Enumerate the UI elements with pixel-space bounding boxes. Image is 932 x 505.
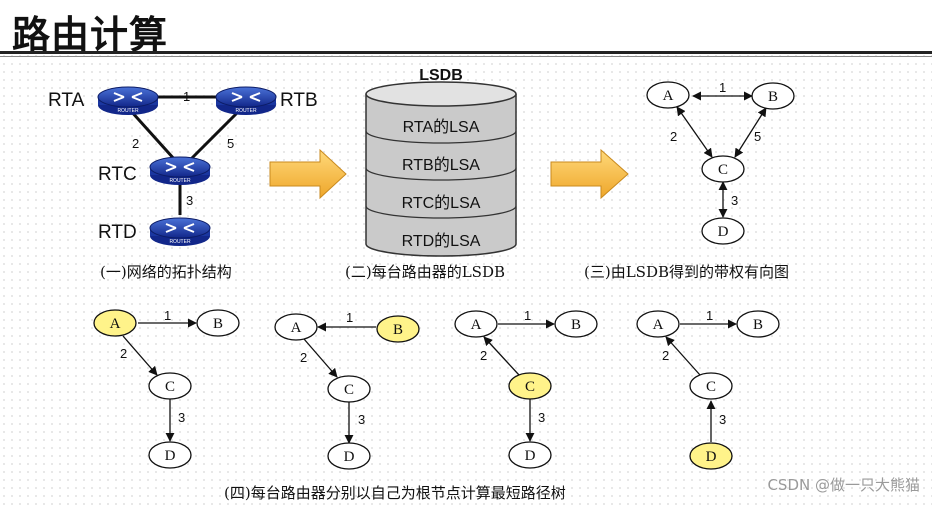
router-icon: ROUTER: [215, 86, 277, 115]
spt-tree-root-c: A B C D 1 2 3: [454, 308, 598, 469]
router-label-rtd: RTD: [98, 222, 137, 243]
tree-node-d: D: [525, 448, 536, 464]
caption-graph: (三)由LSDB得到的带权有向图: [584, 263, 789, 281]
tree-cost-cd: 3: [358, 412, 365, 427]
tree-node-a: A: [291, 320, 302, 336]
graph-node-c: C: [718, 162, 728, 178]
router-icon: ROUTER: [97, 86, 159, 115]
tree-node-c: C: [165, 379, 175, 395]
lsdb-entry: RTB的LSA: [402, 156, 480, 174]
tree-node-a: A: [471, 317, 482, 333]
tree-cost-cd: 3: [538, 410, 545, 425]
lsdb-entry: RTA的LSA: [403, 118, 480, 136]
link-rta-rtc: [128, 108, 177, 162]
tree-cost-ac: 2: [480, 348, 487, 363]
tree-node-b: B: [571, 317, 581, 333]
graph-cost-bc: 5: [754, 129, 761, 144]
tree-cost-ab: 1: [346, 310, 353, 325]
router-label-rtb: RTB: [280, 90, 318, 111]
router-badge: ROUTER: [169, 178, 191, 184]
tree-node-b: B: [213, 316, 223, 332]
tree-node-d: D: [344, 449, 355, 465]
cost-rta-rtb: 1: [183, 89, 190, 104]
arrow-right-icon: [269, 148, 347, 200]
caption-topology: (一)网络的拓扑结构: [100, 263, 232, 281]
topology-panel: ROUTER ROUTER ROUTER ROUTER RTA RTB RTC …: [48, 86, 318, 281]
tree-node-c: C: [344, 382, 354, 398]
lsdb-entry: RTC的LSA: [402, 194, 481, 212]
graph-cost-ac: 2: [670, 129, 677, 144]
tree-node-c: C: [525, 379, 535, 395]
title-rule-thin: [0, 56, 932, 57]
spt-tree-root-b: A B C D 1 2 3: [274, 310, 420, 470]
router-icon: ROUTER: [149, 156, 211, 185]
router-badge: ROUTER: [117, 108, 139, 114]
router-badge: ROUTER: [235, 108, 257, 114]
graph-node-d: D: [718, 224, 729, 240]
router-icon: ROUTER: [149, 217, 211, 246]
tree-node-c: C: [706, 379, 716, 395]
tree-cost-ab: 1: [524, 308, 531, 323]
tree-node-a: A: [653, 317, 664, 333]
tree-node-b: B: [393, 322, 403, 338]
tree-node-b: B: [753, 317, 763, 333]
spt-tree-root-d: A B C D 1 2 3: [636, 308, 780, 470]
tree-cost-ac: 2: [662, 348, 669, 363]
tree-node-d: D: [165, 448, 176, 464]
tree-cost-cd: 3: [719, 412, 726, 427]
lsdb-entry: RTD的LSA: [402, 232, 481, 250]
title-rule: [0, 51, 932, 54]
lsdb-panel: LSDB RTA的LSA RTB的LSA RTC的LSA RTD的LSA (二)…: [345, 67, 517, 281]
caption-spt: (四)每台路由器分别以自己为根节点计算最短路径树: [224, 484, 566, 502]
page-title: 路由计算: [12, 13, 169, 57]
graph-node-a: A: [663, 88, 674, 104]
link-rtb-rtc: [188, 108, 242, 162]
router-badge: ROUTER: [169, 239, 191, 245]
graph-node-b: B: [768, 89, 778, 105]
caption-lsdb: (二)每台路由器的LSDB: [345, 263, 505, 281]
tree-cost-ab: 1: [706, 308, 713, 323]
tree-node-a: A: [110, 316, 121, 332]
tree-node-d: D: [706, 449, 717, 465]
graph-panel: A B C D 1 2 5 3 (三)由LSDB得到的带权有向图: [584, 80, 795, 281]
lsdb-title: LSDB: [419, 67, 463, 84]
tree-cost-ab: 1: [164, 308, 171, 323]
watermark: CSDN @做一只大熊猫: [767, 476, 920, 494]
cost-rtb-rtc: 5: [227, 136, 234, 151]
graph-cost-ab: 1: [719, 80, 726, 95]
router-label-rta: RTA: [48, 90, 85, 111]
spt-tree-root-a: A B C D 1 2 3: [93, 308, 240, 469]
cost-rta-rtc: 2: [132, 136, 139, 151]
tree-cost-ac: 2: [300, 350, 307, 365]
tree-cost-cd: 3: [178, 410, 185, 425]
router-label-rtc: RTC: [98, 164, 137, 185]
cost-rtc-rtd: 3: [186, 193, 193, 208]
arrow-right-icon: [550, 148, 629, 200]
graph-cost-cd: 3: [731, 193, 738, 208]
tree-cost-ac: 2: [120, 346, 127, 361]
